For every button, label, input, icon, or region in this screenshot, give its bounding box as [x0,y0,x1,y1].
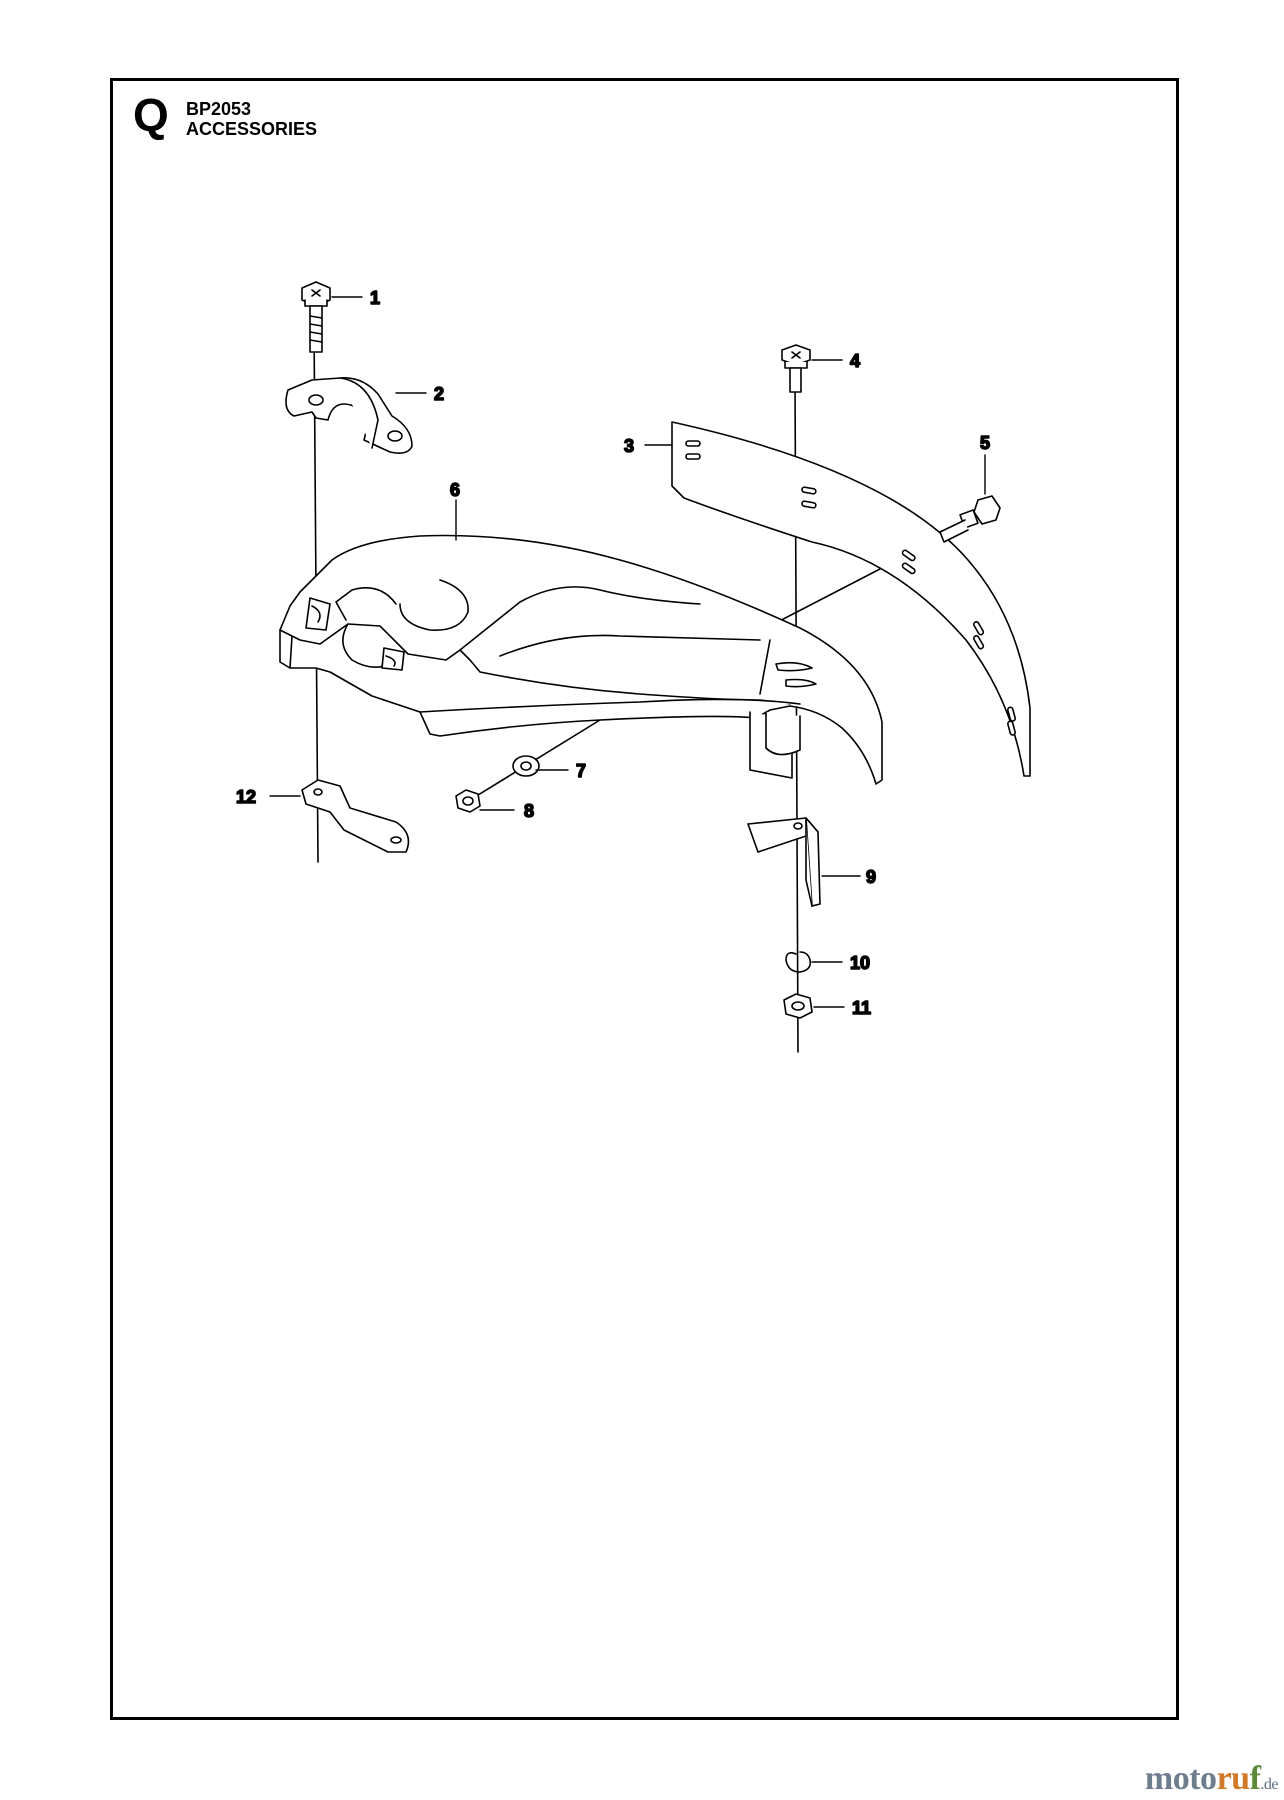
clamp-part-2 [285,377,413,454]
bracket-part-9 [747,817,821,907]
watermark-logo: motoruf.de [1144,1760,1279,1797]
screw-part-5 [939,495,1001,543]
watermark-brand-b: ru [1216,1760,1251,1797]
nut-part-11 [783,993,813,1019]
callout-7: 7 [576,761,586,781]
callout-6: 6 [450,480,460,500]
diagram-frame [110,78,1179,1720]
callout-2: 2 [434,384,444,404]
bolt-part-4 [781,344,811,393]
model-number: BP2053 [186,99,252,119]
callout-4: 4 [850,351,860,371]
callout-3: 3 [624,436,634,456]
deflector-blade-part-3 [671,421,1031,777]
callout-10: 10 [850,953,870,973]
callout-9: 9 [866,867,876,887]
watermark-brand-a: moto [1144,1760,1217,1797]
section-letter: Q [133,89,169,141]
callout-8: 8 [524,801,534,821]
spring-washer-part-10 [785,951,812,973]
washer-part-7 [512,755,540,777]
bolt-part-1 [301,281,331,353]
callout-1: 1 [370,288,380,308]
guard-housing-part-6 [279,534,883,785]
callout-11: 11 [852,998,871,1018]
leader-lines [269,296,986,1008]
watermark-suffix: .de [1260,1776,1278,1793]
watermark-brand-c: f [1249,1760,1261,1797]
nut-part-8 [455,789,481,813]
callout-5: 5 [980,433,990,453]
plate-part-12 [301,779,410,853]
section-title: ACCESSORIES [186,119,318,139]
callout-12: 12 [236,787,256,807]
